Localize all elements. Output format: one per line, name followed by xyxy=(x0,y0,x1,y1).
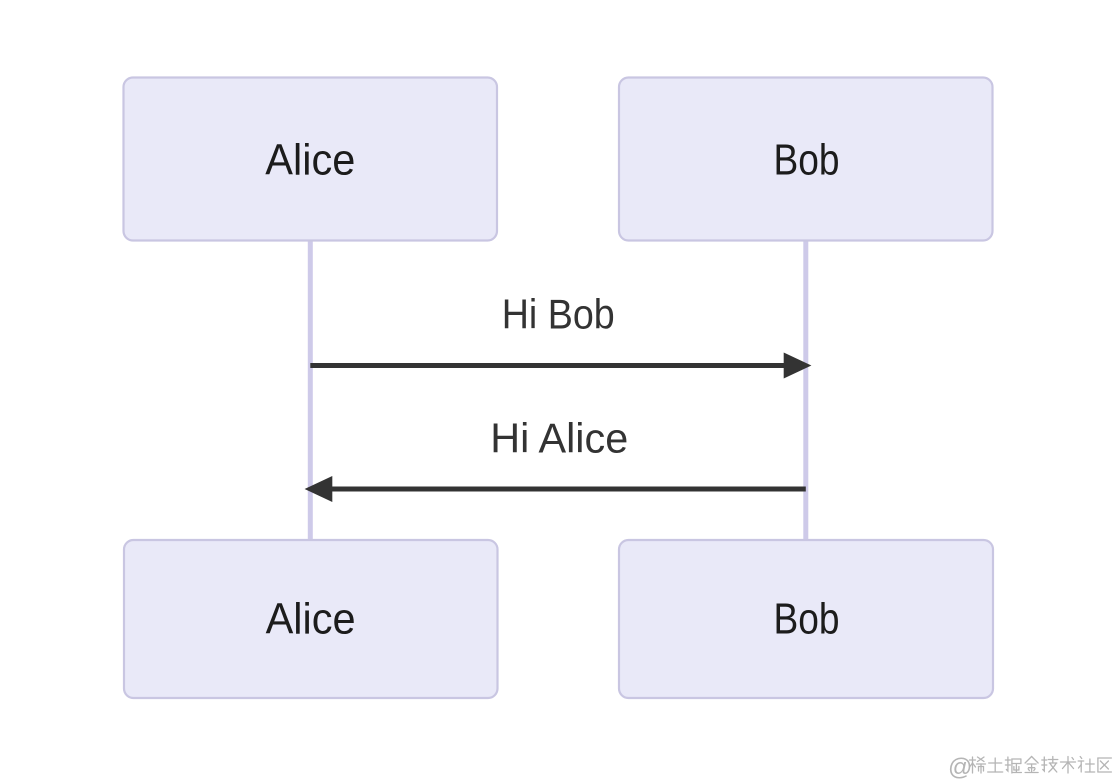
svg-text:Alice: Alice xyxy=(266,594,356,643)
svg-text:@: @ xyxy=(948,754,972,781)
svg-text:Bob: Bob xyxy=(774,135,840,184)
svg-text:Hi Alice: Hi Alice xyxy=(490,416,628,462)
svg-text:Hi Bob: Hi Bob xyxy=(502,292,615,338)
svg-text:Bob: Bob xyxy=(774,594,840,643)
svg-text:Alice: Alice xyxy=(265,135,355,184)
